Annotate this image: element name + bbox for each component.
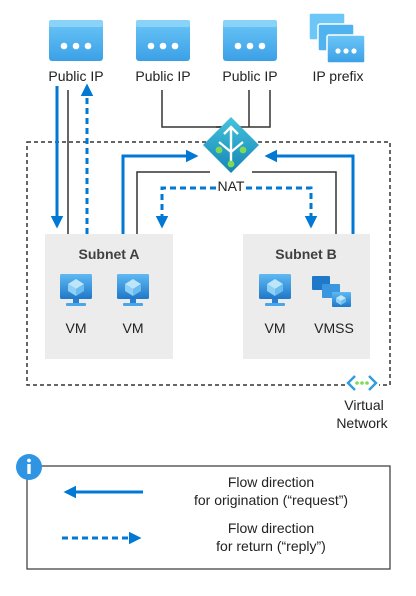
public-ip-icon xyxy=(223,20,277,61)
reply-arrow-nat-to-subnet-a xyxy=(155,186,216,229)
ip-prefix-label: IP prefix xyxy=(312,68,363,84)
legend-request-label: Flow direction xyxy=(228,474,314,490)
public-ip-label: Public IP xyxy=(135,68,190,84)
request-arrow-subnet-a-to-nat xyxy=(121,149,199,234)
virtual-machine-icon xyxy=(259,274,291,306)
ip-to-nat-connectors xyxy=(67,90,337,234)
virtual-machine-icon xyxy=(60,274,92,306)
legend-box xyxy=(26,465,391,570)
vm-label: VM xyxy=(66,320,87,336)
vmss-label: VMSS xyxy=(314,320,354,336)
vm-label: VM xyxy=(123,320,144,336)
public-ip-label: Public IP xyxy=(48,68,103,84)
reply-flows xyxy=(80,83,318,234)
legend-request-label: for origination (“request”) xyxy=(194,492,348,508)
virtual-network-boundary xyxy=(26,141,391,386)
virtual-network-label: Network xyxy=(336,415,388,431)
subnet-b-label: Subnet B xyxy=(275,246,336,262)
nat-label: NAT xyxy=(218,178,245,194)
ip-prefix-icon xyxy=(308,12,366,64)
legend-reply-label: for return (“reply”) xyxy=(216,538,326,554)
request-flows xyxy=(50,86,355,234)
legend-reply-label: Flow direction xyxy=(228,520,314,536)
vm-scale-set-icon xyxy=(312,276,351,307)
request-arrow-subnet-b-to-nat xyxy=(264,149,355,234)
info-icon xyxy=(16,454,42,480)
public-ip-icon xyxy=(49,20,103,61)
subnet-a-label: Subnet A xyxy=(79,246,140,262)
virtual-network-icon xyxy=(345,373,379,393)
public-ip-icon xyxy=(136,20,190,61)
vm-label: VM xyxy=(265,320,286,336)
reply-arrow-nat-to-subnet-b xyxy=(246,186,318,229)
virtual-machine-icon xyxy=(117,274,149,306)
public-ip-label: Public IP xyxy=(222,68,277,84)
virtual-network-label: Virtual xyxy=(344,397,383,413)
nat-gateway-icon xyxy=(203,117,259,173)
